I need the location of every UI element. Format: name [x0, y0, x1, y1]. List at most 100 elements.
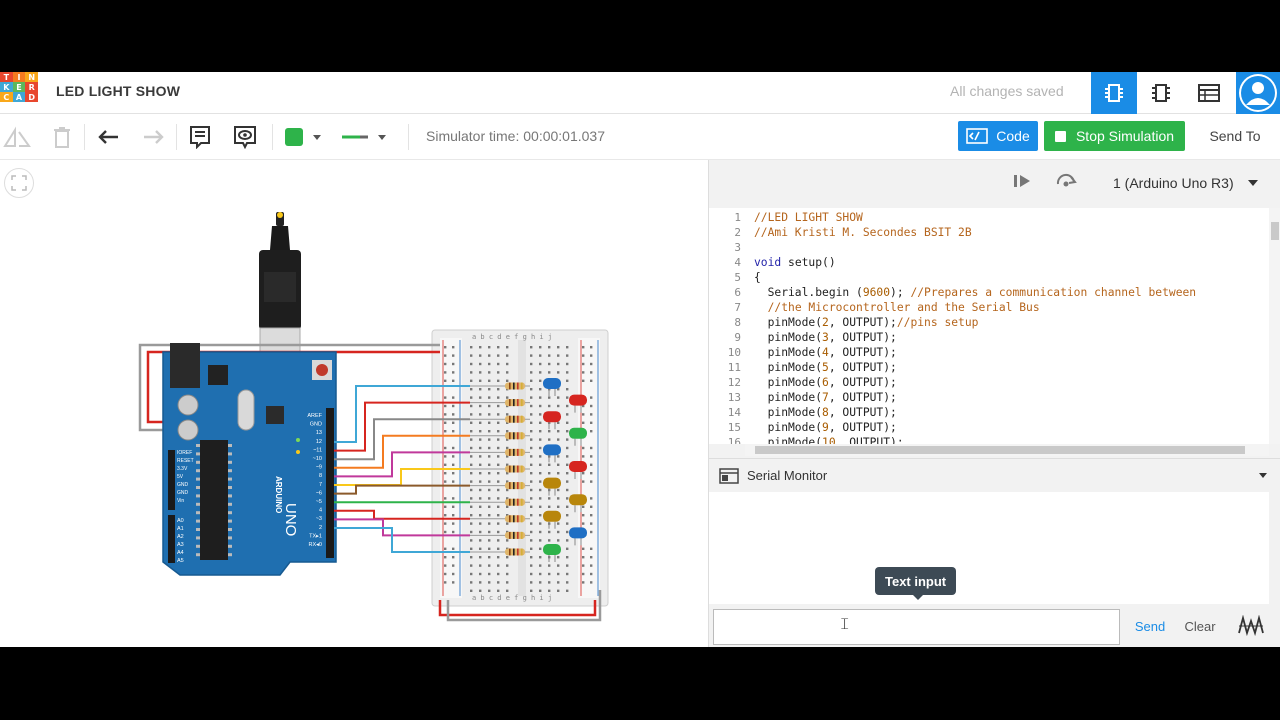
line-number: 5 [734, 271, 741, 284]
redo-button[interactable] [138, 122, 168, 152]
jumper-wires[interactable] [138, 343, 602, 622]
serial-monitor-header[interactable]: Serial Monitor [709, 458, 1280, 492]
code-line[interactable]: pinMode(5, OUTPUT); [754, 361, 897, 374]
digital-pin-label: ~10 [313, 456, 322, 462]
resistor-band [517, 548, 519, 556]
code-line[interactable]: pinMode(10, OUTPUT); [754, 436, 904, 444]
editor-vertical-scrollbar[interactable] [1269, 208, 1280, 444]
led [569, 427, 587, 439]
resistor-band [513, 399, 515, 407]
wire-type-picker[interactable] [342, 123, 400, 151]
leds[interactable] [543, 378, 587, 562]
line-number: 14 [727, 406, 741, 419]
code-line[interactable]: pinMode(2, OUTPUT);//pins setup [754, 316, 979, 329]
graph-button[interactable] [1231, 609, 1271, 643]
code-button[interactable]: Code [958, 121, 1038, 151]
save-status: All changes saved [950, 83, 1064, 99]
code-line[interactable]: void setup() [754, 256, 836, 269]
step-icon [1014, 175, 1030, 187]
analog-pin-label: A0 [177, 518, 184, 524]
resistor-band [517, 465, 519, 473]
wire-color-picker[interactable] [280, 123, 332, 151]
code-toolbar: 1 (Arduino Uno R3) [709, 160, 1280, 206]
notes-button[interactable] [185, 122, 215, 152]
step-button[interactable] [1013, 173, 1031, 194]
code-line[interactable]: pinMode(9, OUTPUT); [754, 421, 897, 434]
line-number: 16 [727, 436, 741, 444]
resistors[interactable] [470, 382, 530, 556]
code-line[interactable]: pinMode(3, OUTPUT); [754, 331, 897, 344]
send-button[interactable]: Send [1134, 618, 1166, 634]
logo-tile: C [0, 92, 13, 102]
code-editor[interactable]: 1234567891011121314151617 //LED LIGHT SH… [709, 208, 1269, 444]
arduino-uno-board[interactable]: ARDUINO UNO AREFGND1312~11~10~987~6~54~3… [162, 343, 337, 576]
simulator-time: Simulator time: 00:00:01.037 [426, 128, 605, 144]
power-pin-label: GND [177, 490, 189, 496]
send-to-button[interactable]: Send To [1209, 128, 1261, 144]
component-list-button[interactable] [1186, 72, 1232, 114]
code-line[interactable]: pinMode(7, OUTPUT); [754, 391, 897, 404]
code-line[interactable]: pinMode(6, OUTPUT); [754, 376, 897, 389]
schematic-view-button[interactable] [1138, 72, 1184, 114]
project-title[interactable]: LED LIGHT SHOW [56, 83, 181, 99]
digital-pin-label: ~11 [313, 447, 322, 453]
resistor-band [521, 531, 523, 539]
analog-pin-label: A1 [177, 526, 184, 532]
digital-pin-label: 7 [319, 482, 322, 488]
usb-cable[interactable] [259, 212, 301, 363]
delete-button[interactable] [47, 122, 77, 152]
code-line[interactable]: { [754, 271, 761, 284]
digital-pin-label: RX◂0 [309, 542, 322, 548]
clear-button[interactable]: Clear [1184, 618, 1216, 634]
circuit-view-icon [1105, 84, 1123, 102]
resistor-band [509, 515, 511, 523]
analog-pin-label: A2 [177, 534, 184, 540]
resistor-band [509, 531, 511, 539]
power-pin-label: IOREF [177, 450, 192, 456]
code-line[interactable]: //Ami Kristi M. Secondes BSIT 2B [754, 226, 972, 239]
power-pin-label: 5V [177, 474, 184, 480]
resistor-band [521, 498, 523, 506]
device-select[interactable]: 1 (Arduino Uno R3) [1113, 168, 1273, 198]
circuit-view-button[interactable] [1091, 72, 1137, 114]
resistor-band [521, 399, 523, 407]
line-number: 12 [727, 376, 741, 389]
resistor-band [517, 482, 519, 490]
rotate-button[interactable] [2, 122, 32, 152]
serial-monitor-icon [719, 468, 739, 484]
jumper-wire [334, 451, 470, 478]
code-line[interactable]: //the Microcontroller and the Serial Bus [767, 301, 1040, 314]
code-line[interactable]: pinMode(4, OUTPUT); [754, 346, 897, 359]
digital-pin-label: 2 [319, 525, 322, 531]
chevron-down-icon[interactable] [1259, 473, 1267, 478]
toggle-notes-button[interactable] [230, 122, 260, 152]
fit-view-button[interactable] [4, 168, 34, 198]
code-line[interactable]: //LED LIGHT SHOW [754, 211, 863, 224]
undo-button[interactable] [94, 122, 124, 152]
resistor-band [521, 548, 523, 556]
code-line[interactable]: Serial.begin (9600); //Prepares a commun… [754, 286, 1197, 299]
code-line[interactable]: pinMode(8, OUTPUT); [754, 406, 897, 419]
serial-text-input[interactable] [713, 609, 1120, 645]
digital-pin-label: TX▸1 [309, 533, 322, 539]
redo-icon [144, 130, 164, 144]
editor-horizontal-scrollbar[interactable] [745, 444, 1269, 456]
circuit-drawing[interactable]: a b c d e f g h i j a b c d e f g h i j [0, 160, 708, 647]
logo-tile [12, 102, 26, 112]
signal-wires[interactable] [334, 385, 470, 553]
code-button-label: Code [996, 128, 1030, 144]
device-select-value: 1 (Arduino Uno R3) [1113, 175, 1234, 191]
user-avatar[interactable] [1236, 72, 1280, 114]
power-pin-label: RESET [177, 458, 194, 464]
circuit-canvas[interactable]: a b c d e f g h i j a b c d e f g h i j [0, 160, 708, 647]
resistor-band [513, 531, 515, 539]
line-number: 10 [727, 346, 741, 359]
stop-simulation-button[interactable]: Stop Simulation [1044, 121, 1185, 151]
restart-button[interactable] [1055, 172, 1077, 195]
led [569, 494, 587, 506]
